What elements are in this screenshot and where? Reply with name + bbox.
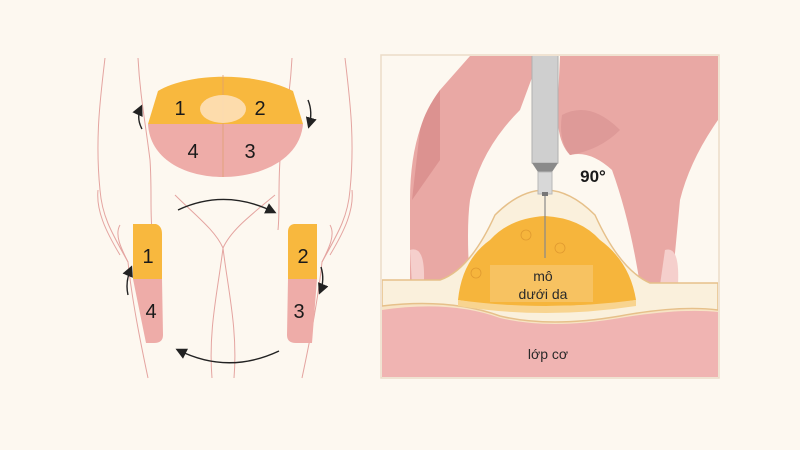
zone-label: 1	[142, 246, 153, 268]
right-thigh-zones: 2 3	[287, 224, 317, 343]
arrow-down-icon	[318, 266, 329, 295]
navel-area	[200, 95, 246, 123]
thumb	[410, 56, 540, 285]
arrow-left-icon	[175, 348, 280, 364]
zone-label: 3	[293, 301, 304, 323]
arrow-down-icon	[305, 99, 317, 129]
fat-label: dưới da	[519, 286, 568, 302]
index-finger	[557, 56, 718, 285]
syringe	[531, 56, 559, 164]
zone-label: 3	[244, 141, 255, 163]
zone-label: 4	[145, 301, 156, 323]
rotation-arrows	[122, 99, 329, 364]
abdomen-zones: 1 2 4 3	[148, 75, 303, 177]
zone-label: 4	[187, 141, 198, 163]
body-outline	[97, 57, 353, 379]
abdomen-zone-4-3	[148, 124, 303, 177]
left-thigh-zones: 1 4	[133, 224, 163, 343]
muscle-label: lớp cơ	[528, 346, 568, 362]
zone-label: 2	[297, 246, 308, 268]
zone-label: 2	[254, 98, 265, 120]
arrow-up-icon	[122, 265, 133, 296]
fat-label: mô	[533, 268, 553, 284]
angle-label: 90°	[580, 167, 606, 186]
zone-label: 1	[174, 98, 185, 120]
arrow-up-icon	[132, 104, 143, 130]
injection-illustration	[382, 56, 718, 377]
arrow-right-icon	[177, 198, 277, 214]
